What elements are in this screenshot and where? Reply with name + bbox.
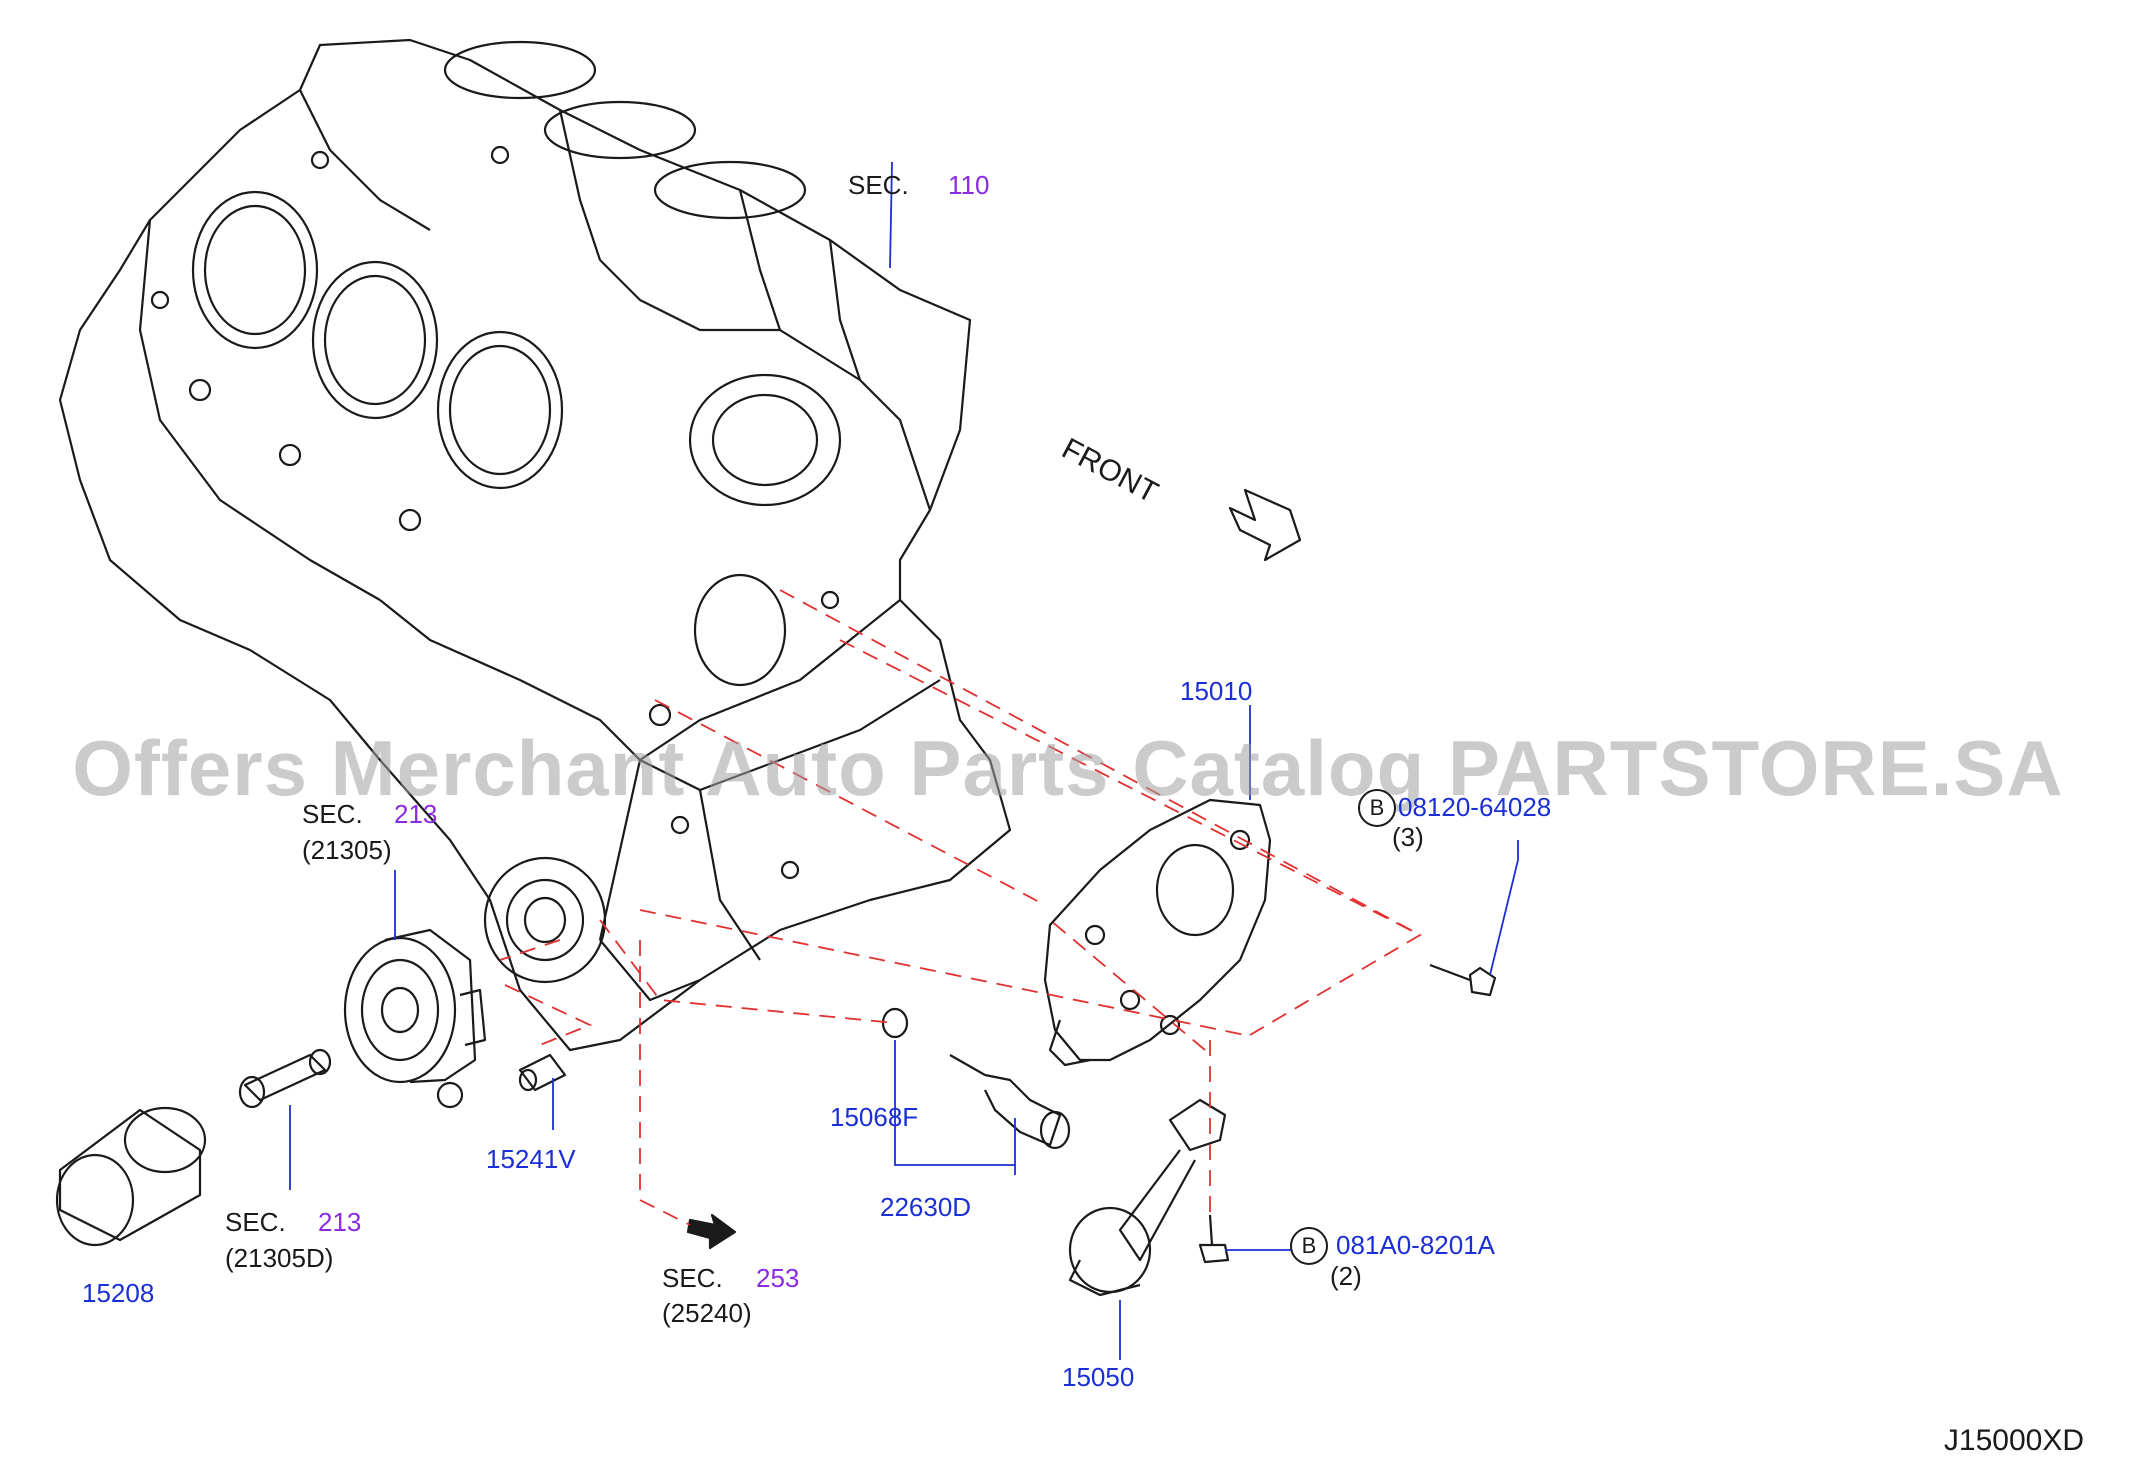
- sec-213a-link[interactable]: 213: [394, 799, 438, 829]
- watermark-text: Offers Merchant Auto Parts Catalog PARTS…: [72, 724, 2064, 812]
- cylinder-block: [58, 38, 1012, 1052]
- sec-213b-link[interactable]: 213: [318, 1207, 362, 1237]
- plug-15241v: [518, 1053, 567, 1092]
- front-arrow-icon: [1228, 488, 1302, 562]
- bolt-qty-b2: (2): [1330, 1261, 1362, 1291]
- bolt-08120: [1429, 963, 1497, 997]
- sec-213a-sub: (21305): [302, 835, 392, 865]
- sec-110-prefix: SEC.: [848, 170, 909, 200]
- sensor-22630d: [881, 1007, 1071, 1150]
- sec-253-sub: (25240): [662, 1298, 752, 1328]
- oil-pump-15010: [1043, 798, 1272, 1067]
- sec-253-prefix: SEC.: [662, 1263, 723, 1293]
- part-15208-link[interactable]: 15208: [82, 1278, 155, 1308]
- sec253-arrow-icon: [686, 1213, 737, 1250]
- sec-213b-prefix: SEC.: [225, 1207, 286, 1237]
- oil-filter-15208: [55, 1106, 207, 1247]
- part-15241v-link[interactable]: 15241V: [486, 1144, 576, 1174]
- part-15010-link[interactable]: 15010: [1180, 676, 1253, 706]
- sec-253-link[interactable]: 253: [756, 1263, 800, 1293]
- part-22630d-link[interactable]: 22630D: [880, 1192, 972, 1222]
- oil-cooler: [343, 928, 487, 1109]
- part-08120-64028-link[interactable]: 08120-64028: [1398, 792, 1552, 822]
- bolt-marker-b1: B: [1358, 789, 1396, 827]
- bolt-081a0: [1198, 1214, 1230, 1264]
- diagram-code: J15000XD: [1943, 1424, 2084, 1457]
- connector-bolt-21305d: [238, 1048, 332, 1109]
- sec-110-link[interactable]: 110: [948, 170, 990, 200]
- oil-strainer-15050: [1068, 1098, 1227, 1297]
- sec-213b-sub: (21305D): [225, 1243, 334, 1273]
- bolt-qty-b1: (3): [1392, 822, 1424, 852]
- bolt-marker-b2: B: [1290, 1227, 1328, 1265]
- sec-213a-prefix: SEC.: [302, 799, 363, 829]
- part-15068f-link[interactable]: 15068F: [830, 1102, 919, 1132]
- part-15050-link[interactable]: 15050: [1062, 1362, 1135, 1392]
- part-081a0-8201a-link[interactable]: 081A0-8201A: [1336, 1230, 1496, 1260]
